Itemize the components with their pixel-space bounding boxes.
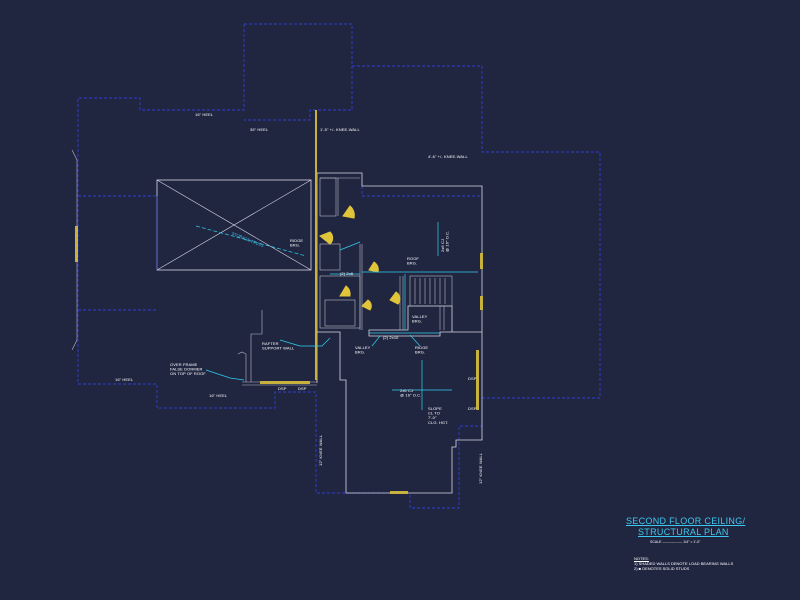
notes-heading: NOTES:	[634, 556, 649, 561]
title-block: SECOND FLOOR CEILING/ STRUCTURAL PLAN SC…	[620, 516, 790, 544]
note-item: 1) SHADED WALLS DENOTE LOAD BEARING WALL…	[634, 561, 734, 566]
label-beam-2x6-right: 2x6 CJ@ 16" O.C.	[440, 231, 450, 252]
load-bearing-walls	[315, 110, 483, 494]
plan-title-line1: SECOND FLOOR CEILING/	[626, 516, 746, 526]
note-item: 2) ■ DENOTES SOLID STUDS	[634, 566, 690, 571]
roof-outline	[77, 23, 601, 509]
label-heel-16-mid: 16" HEEL	[209, 393, 228, 398]
notes-block: NOTES: 1) SHADED WALLS DENOTE LOAD BEARI…	[634, 556, 794, 571]
plan-labels: 16" HEEL 36" HEEL 1'-5" +/- KNEE-WALL 4'…	[115, 112, 483, 484]
label-knee-12-left: 12" KNEE WALL	[318, 434, 323, 466]
label-beam-2x6-small: (2) 2x6	[340, 271, 354, 276]
house-walls	[237, 172, 483, 494]
label-dsp-4: DSP	[468, 406, 477, 411]
label-heel-16-top: 16" HEEL	[195, 112, 214, 117]
plan-scale: SCALE ----------------- 1/4" = 1'-0"	[650, 540, 701, 544]
label-dsp-2: DSP	[298, 386, 307, 391]
structural-beams	[195, 222, 478, 410]
label-knee-1-5: 1'-5" +/- KNEE-WALL	[320, 127, 361, 132]
plan-title-line2: STRUCTURAL PLAN	[638, 527, 729, 537]
left-gable	[71, 149, 78, 351]
label-dsp-3: DSP	[468, 376, 477, 381]
storage-truss-area	[156, 179, 312, 271]
label-knee-4-6: 4'-6" +/- KNEE-WALL	[428, 154, 469, 159]
label-knee-12-right: 12" KNEE WALL	[478, 452, 483, 484]
label-dsp-1: DSP	[278, 386, 287, 391]
label-beam-2x6-lower: 2x6 CJ@ 16" O.C.	[400, 388, 421, 398]
label-beam-2x10: (2) 2x10	[383, 335, 399, 340]
doors	[319, 205, 401, 311]
label-heel-36: 36" HEEL	[250, 127, 269, 132]
label-heel-16-left: 16" HEEL	[115, 377, 134, 382]
